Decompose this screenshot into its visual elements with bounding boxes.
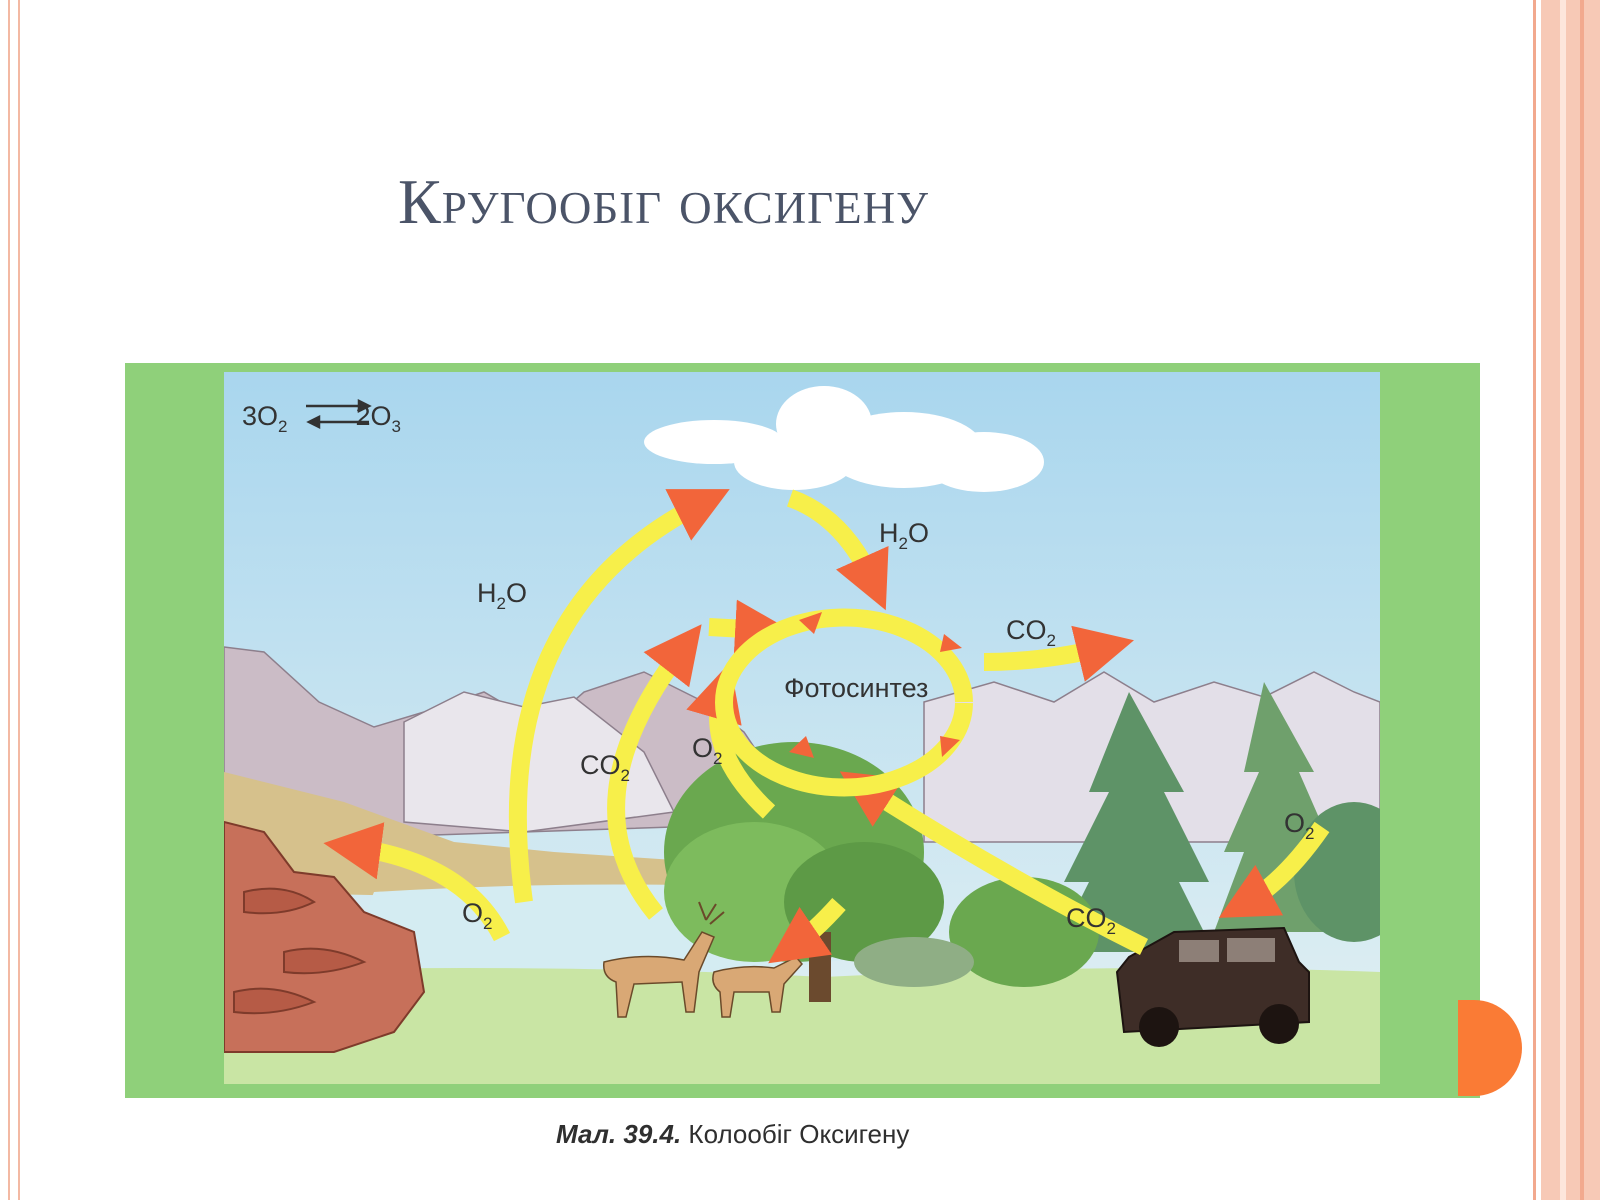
arrow-co2-left (607, 624, 702, 920)
ring-arrowheads (789, 612, 962, 758)
arrow-water-up (508, 489, 730, 904)
caption-text: Колообіг Оксигену (681, 1119, 910, 1149)
slide-border-right (1533, 0, 1600, 1200)
photosynthesis-ring (715, 608, 973, 797)
label-co2-car: CO2 (1066, 903, 1116, 938)
cycle-arrows (323, 489, 1330, 964)
slide-border-stripe (1533, 0, 1541, 1200)
arrow-o2-right (1218, 821, 1330, 918)
label-o2-mid: O2 (692, 733, 722, 768)
cloud (644, 386, 1044, 492)
label-h2o-up: H2O (477, 578, 527, 613)
slide-border-left (8, 0, 20, 1200)
label-o2-right: O2 (1284, 808, 1314, 843)
arrow-o2-down (768, 897, 846, 964)
slide-title: Кругообіг оксигену (398, 166, 929, 237)
rocks (224, 820, 426, 1053)
slide-border-stripe (1560, 0, 1566, 1200)
label-co2-out: CO2 (1006, 615, 1056, 650)
caption-number: Мал. 39.4. (556, 1119, 682, 1149)
slide-border-stripe (1580, 0, 1584, 1200)
car (1115, 926, 1310, 1047)
arrow-co2-in (708, 599, 793, 658)
label-h2o-down: H2O (879, 518, 929, 553)
arrow-co2-out (983, 625, 1134, 682)
photosynthesis-label: Фотосинтез (784, 673, 928, 703)
meadow (224, 968, 1380, 1084)
arrow-co2-car (839, 771, 1149, 956)
figure-caption: Мал. 39.4. Колообіг Оксигену (556, 1119, 909, 1150)
arrow-water-down (786, 489, 889, 611)
arrow-o2-left (323, 822, 511, 942)
accent-circle (1458, 1000, 1522, 1096)
equilibrium-arrows (306, 398, 372, 430)
label-o2-left: O2 (462, 898, 492, 933)
deer (603, 901, 803, 1018)
label-co2-left: CO2 (580, 750, 630, 785)
